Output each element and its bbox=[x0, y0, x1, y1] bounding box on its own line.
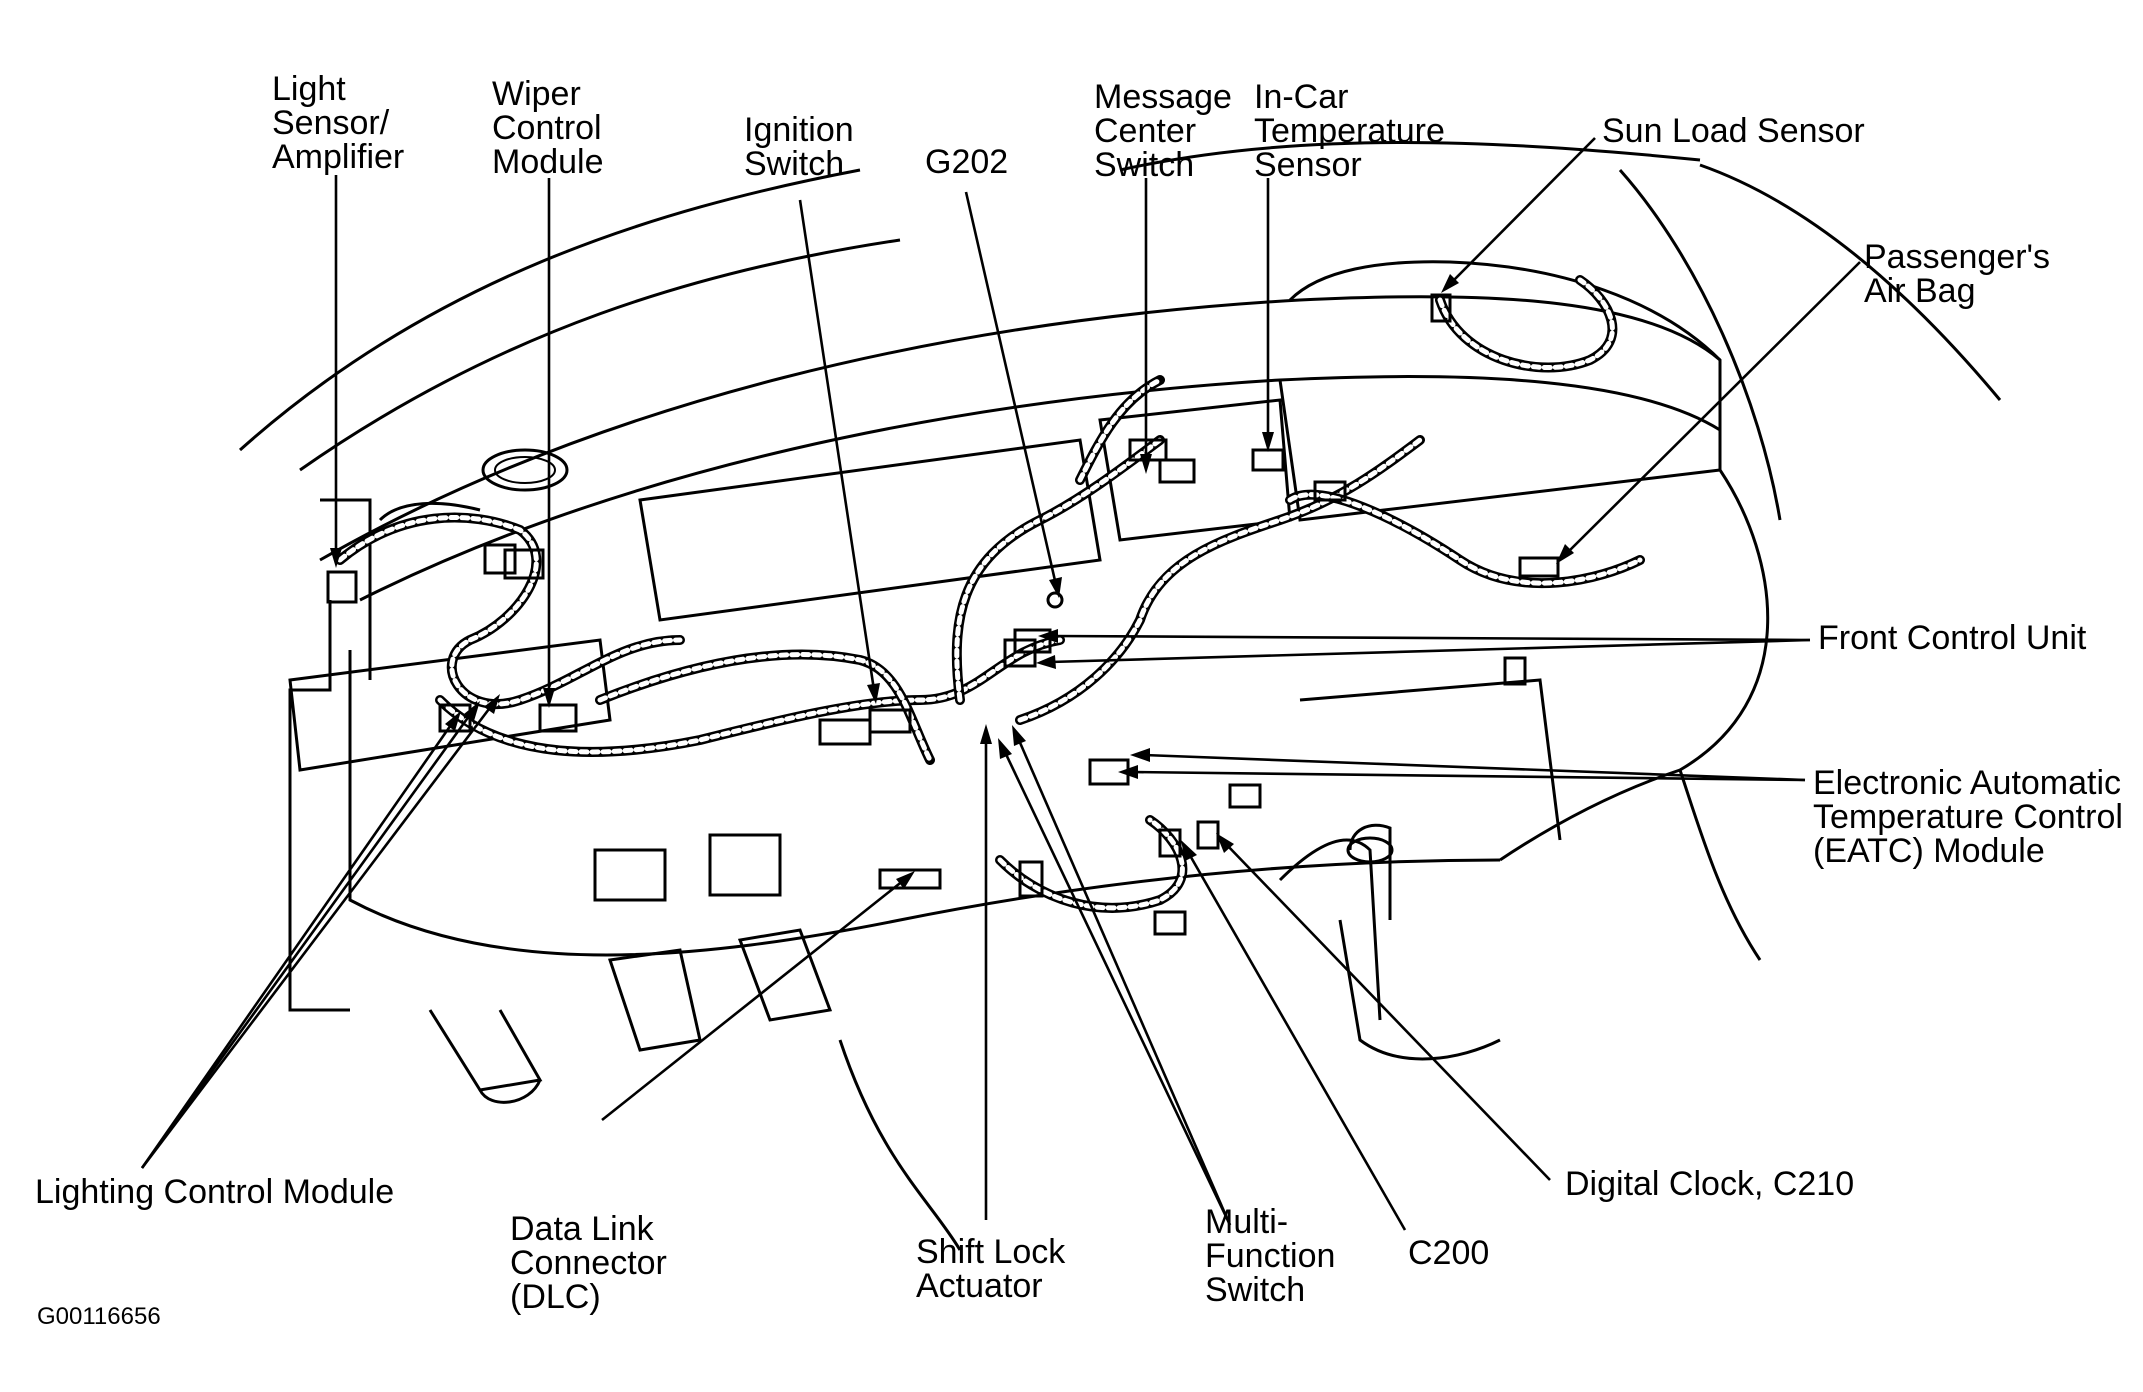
pedals bbox=[428, 928, 833, 1104]
label-g202: G202 bbox=[925, 143, 1009, 181]
label-sun-load-sensor: Sun Load Sensor bbox=[1602, 112, 1865, 150]
label-shift-lock-actuator: Shift Lock Actuator bbox=[916, 1233, 1066, 1305]
leader-lines bbox=[140, 137, 1861, 1231]
dashboard-outline bbox=[288, 260, 1770, 1012]
center-console bbox=[838, 678, 1562, 1251]
windshield-outline bbox=[239, 141, 2002, 521]
figure-id: G00116656 bbox=[37, 1303, 161, 1330]
label-passengers-air-bag: Passenger's Air Bag bbox=[1864, 238, 2051, 310]
label-lighting-control-module: Lighting Control Module bbox=[35, 1173, 395, 1211]
label-wiper-control-module: Wiper Control Module bbox=[492, 75, 604, 181]
label-ignition-switch: Ignition Switch bbox=[744, 111, 854, 183]
label-digital-clock-c210: Digital Clock, C210 bbox=[1565, 1165, 1855, 1203]
label-eatc-module: Electronic Automatic Temperature Control… bbox=[1813, 764, 2123, 870]
wiring-harness bbox=[335, 275, 1645, 913]
label-in-car-temperature-sensor: In-Car Temperature Sensor bbox=[1254, 78, 1445, 184]
label-multi-function-switch: Multi- Function Switch bbox=[1205, 1203, 1336, 1309]
label-front-control-unit: Front Control Unit bbox=[1818, 619, 2087, 657]
label-message-center-switch: Message Center Switch bbox=[1094, 78, 1232, 184]
label-data-link-connector: Data Link Connector (DLC) bbox=[510, 1210, 667, 1316]
label-c200: C200 bbox=[1408, 1234, 1490, 1272]
label-light-sensor-amplifier: Light Sensor/ Amplifier bbox=[272, 70, 405, 176]
